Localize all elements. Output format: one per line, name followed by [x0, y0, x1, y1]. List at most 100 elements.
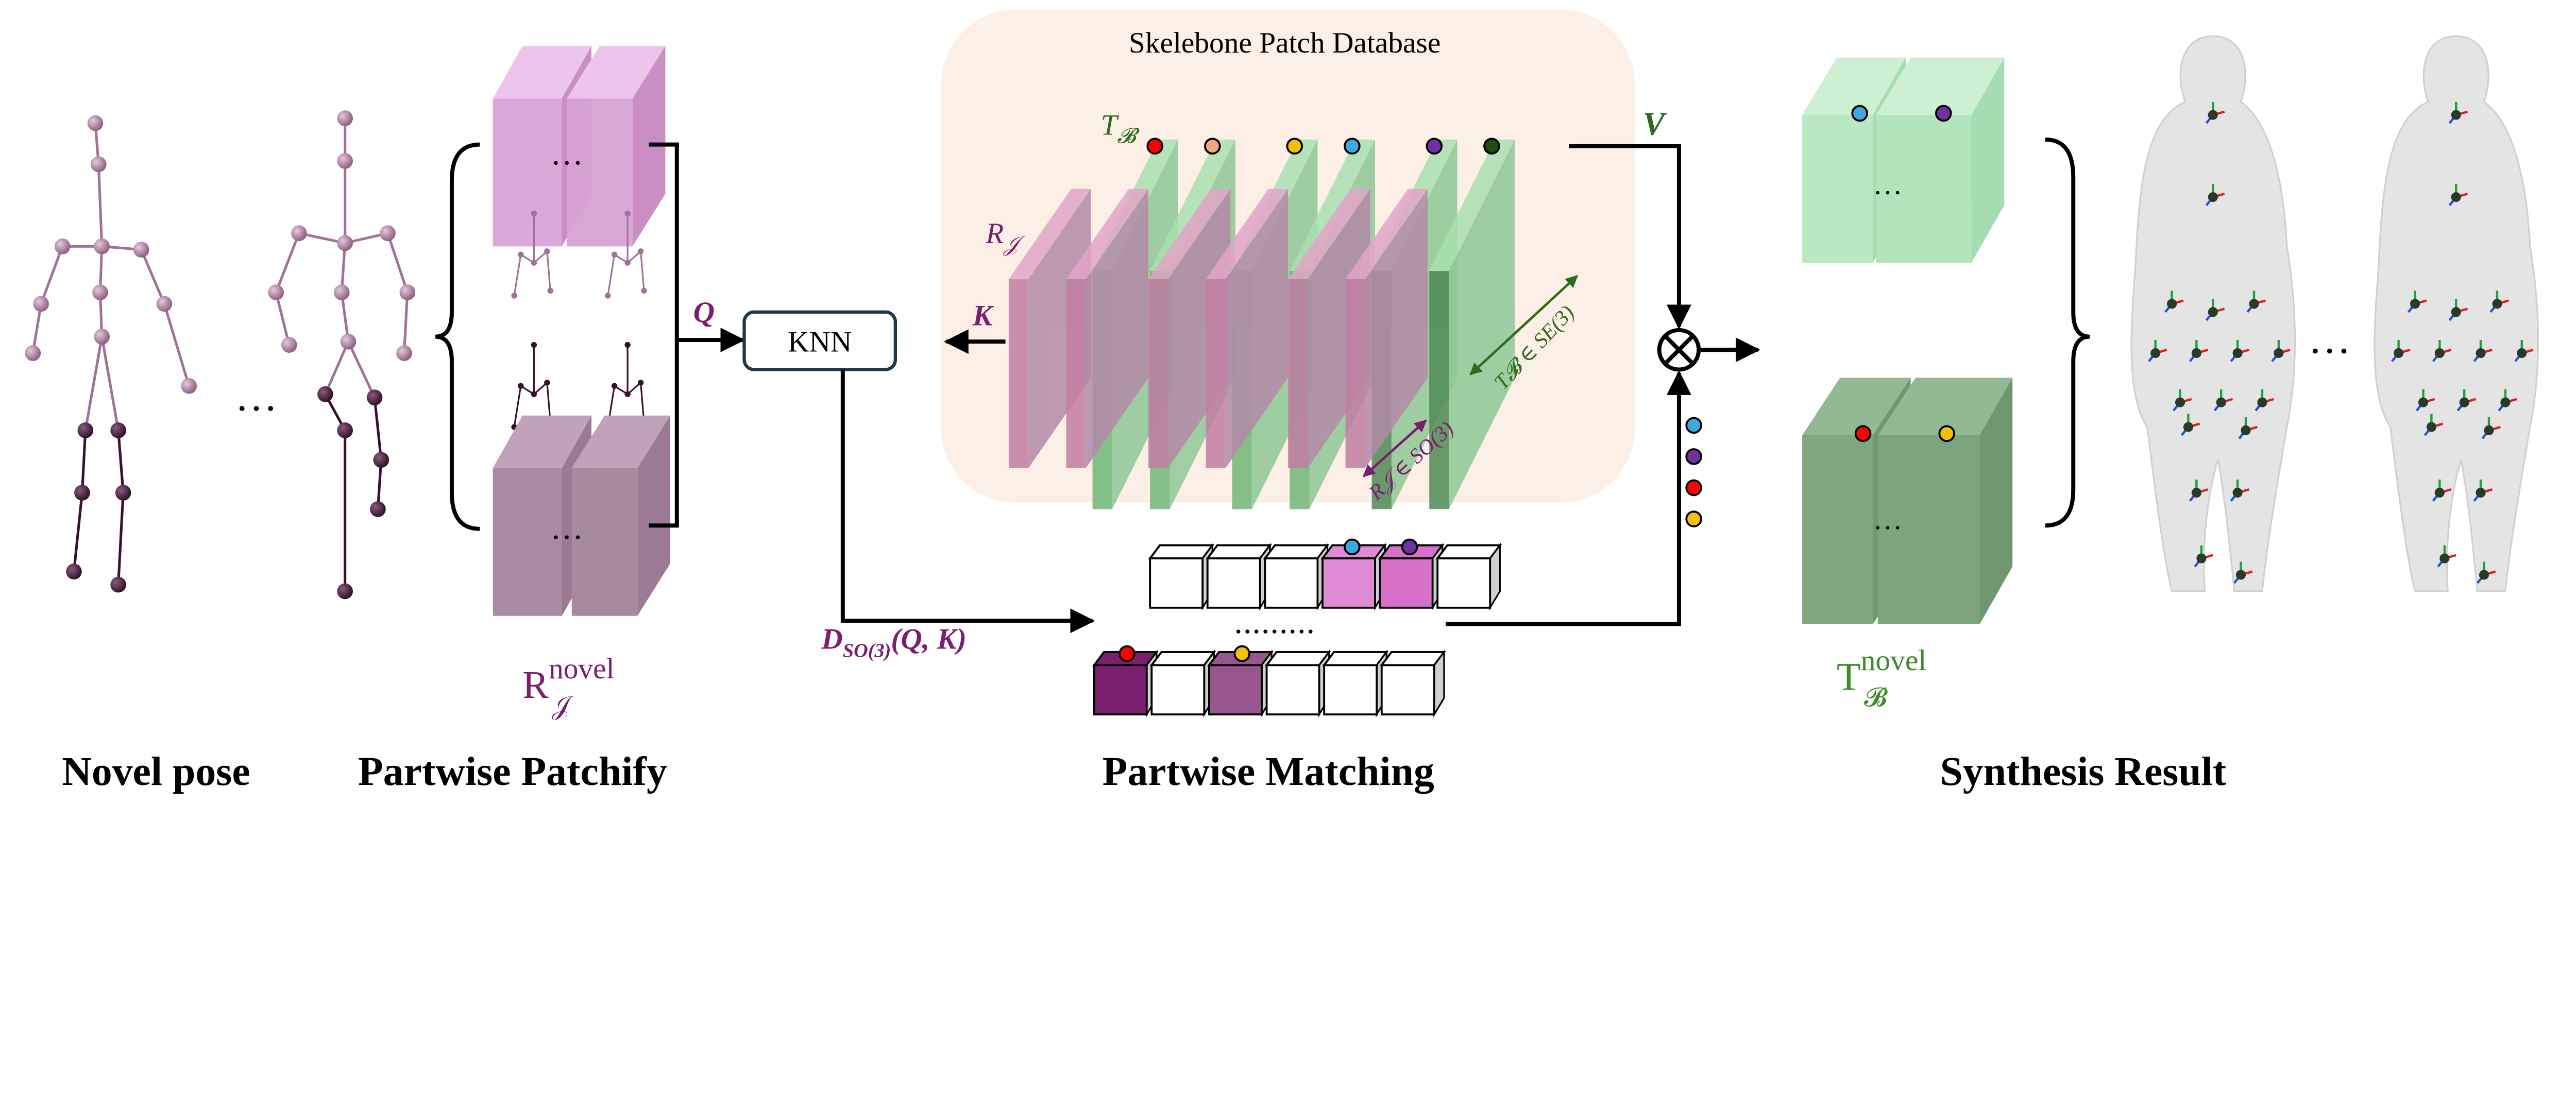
cube-row1	[1263, 542, 1330, 611]
knn-label: KNN	[788, 326, 852, 358]
bone	[386, 232, 409, 293]
joint-ball	[2249, 299, 2259, 309]
cube-front	[1323, 664, 1378, 716]
joint-ball	[2500, 397, 2511, 407]
mini-joint	[637, 248, 644, 254]
slab-top	[1066, 189, 1148, 280]
cube-row1	[1148, 542, 1215, 611]
slab-top	[1148, 189, 1231, 280]
mini-joint	[544, 248, 550, 254]
mini-joint	[518, 383, 524, 389]
patch-dot	[1146, 138, 1163, 155]
cube-front	[1321, 557, 1376, 609]
joint-frame	[2489, 290, 2509, 313]
joint-ball	[2216, 397, 2226, 407]
joint-frame	[2437, 545, 2456, 568]
point-cloud-result-1	[2130, 35, 2296, 592]
cube-dot	[1401, 538, 1418, 556]
joint-ball	[2451, 110, 2461, 120]
joint-frame	[2271, 340, 2291, 362]
bone	[97, 164, 104, 247]
joint-frame	[2205, 101, 2225, 124]
pink-plane	[1206, 189, 1288, 468]
cube-dot	[1344, 538, 1361, 556]
joint-frame	[2498, 389, 2517, 412]
joint-ball	[2183, 422, 2194, 432]
joint-ball	[2479, 570, 2489, 580]
cube-row2	[1322, 649, 1389, 717]
slab-top	[1008, 189, 1091, 280]
bone	[40, 246, 64, 304]
dark-plane-ellipsis: …	[1873, 503, 1902, 536]
joint	[337, 422, 353, 438]
cube-front	[1436, 557, 1492, 609]
joint-frame	[2448, 184, 2468, 206]
cube-front	[1150, 664, 1206, 716]
database-title: Skelebone Patch Database	[1129, 27, 1440, 59]
joint-ball	[2426, 422, 2436, 432]
joint-ball	[2517, 348, 2527, 358]
slab-side	[1086, 189, 1148, 468]
mini-joint	[637, 380, 644, 386]
pose-ellipsis: …	[235, 372, 278, 420]
joint-ball	[2410, 299, 2420, 309]
joint-ball	[2150, 348, 2161, 358]
distance-arrow	[840, 369, 1095, 634]
joint	[340, 333, 357, 350]
slab-side	[1365, 189, 1428, 468]
bone	[84, 336, 104, 431]
mini-joint	[624, 391, 631, 398]
slab-front	[1206, 279, 1226, 468]
synthesized-point-clouds	[2130, 35, 2539, 592]
bone	[340, 243, 347, 293]
so3-arrow	[1362, 419, 1427, 477]
cube-row2	[1264, 649, 1331, 717]
joint	[337, 153, 353, 169]
joint-ball	[2191, 348, 2201, 358]
knn-box	[742, 310, 897, 371]
purple-query-planes: …	[493, 415, 671, 616]
joint	[317, 386, 333, 402]
bone	[275, 292, 291, 346]
slab-top	[1290, 140, 1376, 271]
joint-frame	[2391, 340, 2411, 362]
joint	[94, 329, 110, 345]
mini-joint	[624, 341, 631, 348]
right-brace	[2045, 138, 2090, 528]
joint-ball	[2434, 348, 2445, 358]
joint-frame	[2194, 545, 2213, 568]
mini-joint	[511, 293, 517, 299]
joint-frame	[2233, 561, 2253, 584]
patch-dot	[1426, 138, 1443, 155]
cube-dot	[1233, 645, 1250, 662]
mini-joint	[641, 287, 647, 294]
cube-row2	[1379, 649, 1446, 717]
cube-row1	[1378, 542, 1445, 611]
slab-top	[1345, 189, 1428, 280]
mini-skeleton	[511, 210, 553, 299]
joint-ball	[2484, 425, 2494, 436]
joint-ball	[2196, 553, 2207, 563]
joint-frame	[2432, 340, 2452, 362]
joint-ball	[2418, 397, 2429, 407]
joint-frame	[2481, 417, 2501, 439]
slab-top	[1429, 140, 1515, 271]
mini-bone	[546, 251, 551, 291]
joint	[133, 242, 149, 258]
joint	[74, 485, 90, 501]
stage-label-novel-pose: Novel pose	[62, 749, 250, 794]
joint-frame	[2246, 290, 2266, 313]
light-plane-ellipsis: …	[1873, 168, 1902, 200]
cube-row1	[1205, 542, 1272, 611]
bone	[324, 341, 350, 395]
joint-frame	[2255, 389, 2274, 412]
patch-dot	[1344, 138, 1361, 155]
novel-transform-planes: … …	[1802, 57, 2013, 624]
joint-frame	[2148, 340, 2167, 362]
bone	[80, 430, 87, 493]
slab-top	[1206, 189, 1288, 280]
bone	[340, 292, 350, 342]
